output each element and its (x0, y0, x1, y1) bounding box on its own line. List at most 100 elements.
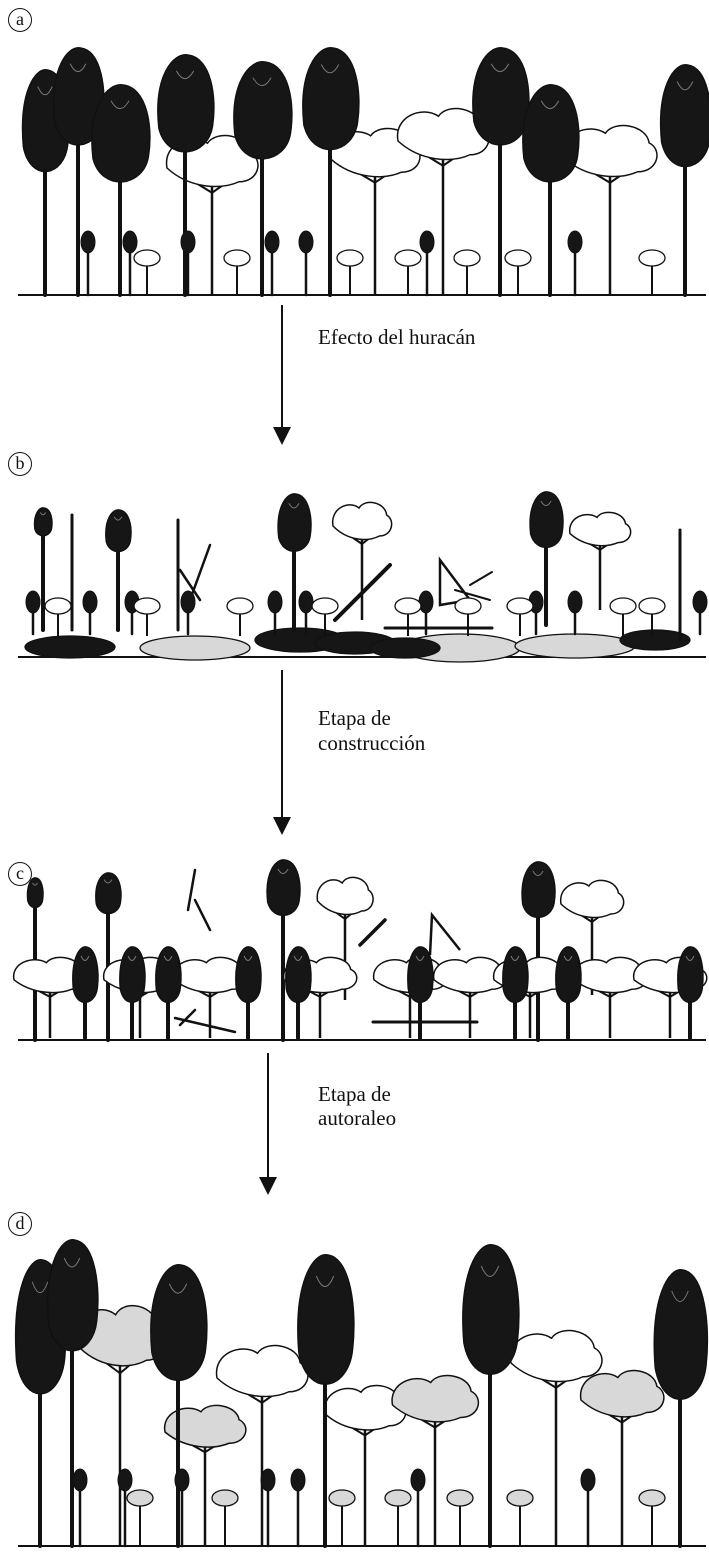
dark-sapling-crown (568, 231, 582, 253)
fallen-log (515, 634, 635, 658)
dark-sapling-crown (175, 1469, 189, 1491)
dark-tree-crown (35, 508, 52, 536)
transition-label-selfthinning-line2: autoraleo (318, 1106, 396, 1130)
light-sapling-crown (455, 598, 481, 614)
fallen-log (25, 636, 115, 658)
dark-sapling-crown (420, 231, 434, 253)
dark-sapling-crown (419, 591, 433, 613)
light-sapling-crown (312, 598, 338, 614)
dark-tree-crown (473, 48, 529, 145)
dark-tree-crown (303, 48, 359, 150)
dark-sapling-crown (123, 231, 137, 253)
dark-tree-crown (156, 947, 181, 1002)
light-sapling-crown (212, 1490, 238, 1506)
dark-sapling-crown (26, 591, 40, 613)
dark-tree-crown (503, 947, 528, 1002)
dark-sapling-crown (73, 1469, 87, 1491)
light-sapling-crown (395, 250, 421, 266)
dark-sapling-crown (693, 591, 707, 613)
dark-tree-crown (96, 873, 121, 914)
light-sapling-crown (639, 250, 665, 266)
dark-tree-crown (151, 1265, 207, 1381)
dark-tree-crown (298, 1255, 354, 1384)
dark-tree-crown (267, 860, 300, 915)
light-tree-crown (581, 1370, 664, 1416)
dark-tree-crown (236, 947, 261, 1002)
dark-tree-crown (48, 1240, 98, 1351)
broken-stem (195, 900, 210, 930)
light-sapling-crown (45, 598, 71, 614)
dark-sapling-crown (83, 591, 97, 613)
light-sapling-crown (639, 598, 665, 614)
dark-tree-crown (158, 55, 214, 152)
panel-d-thinning-stage (16, 1240, 708, 1546)
dark-sapling-crown (581, 1469, 595, 1491)
broken-stem (470, 572, 492, 585)
light-tree-crown (333, 502, 392, 539)
dark-tree-crown (678, 947, 703, 1002)
dark-sapling-crown (265, 231, 279, 253)
arrow-construction-head (273, 817, 291, 835)
panel-letter-c: c (8, 862, 32, 886)
dark-tree-crown (530, 492, 563, 547)
broken-stem (188, 870, 195, 910)
dark-sapling-crown (268, 591, 282, 613)
light-sapling-crown (337, 250, 363, 266)
dark-tree-crown (463, 1245, 519, 1374)
transition-label-construction-line1: Etapa de (318, 706, 391, 730)
dark-tree-crown (556, 947, 581, 1002)
dark-sapling-crown (568, 591, 582, 613)
light-sapling-crown (507, 598, 533, 614)
dark-tree-crown (654, 1270, 707, 1399)
transition-label-hurricane: Efecto del huracán (318, 325, 475, 349)
broken-crown-outline (430, 915, 460, 955)
light-sapling-crown (127, 1490, 153, 1506)
transition-arrows (259, 305, 291, 1195)
light-sapling-crown (507, 1490, 533, 1506)
light-sapling-crown (395, 598, 421, 614)
panel-c-building-stage (14, 860, 707, 1040)
light-sapling-crown (224, 250, 250, 266)
panel-b-post-hurricane (18, 492, 707, 662)
panel-a-mature-forest (18, 48, 709, 295)
dark-sapling-crown (181, 591, 195, 613)
light-sapling-crown (447, 1490, 473, 1506)
dark-tree-crown (286, 947, 311, 1002)
light-sapling-crown (227, 598, 253, 614)
light-sapling-crown (610, 598, 636, 614)
panel-letter-d: d (8, 1212, 32, 1236)
dark-tree-crown (661, 65, 709, 167)
dark-sapling-crown (299, 591, 313, 613)
broken-stem (360, 920, 385, 945)
dark-tree-crown (28, 878, 43, 908)
light-sapling-crown (329, 1490, 355, 1506)
dark-tree-crown (92, 85, 150, 182)
dark-sapling-crown (81, 231, 95, 253)
transition-label-construction-line2: construcción (318, 731, 425, 755)
dark-sapling-crown (118, 1469, 132, 1491)
dark-tree-crown (278, 494, 311, 551)
fallen-log (370, 638, 440, 658)
light-sapling-crown (454, 250, 480, 266)
light-sapling-crown (385, 1490, 411, 1506)
light-sapling-crown (134, 250, 160, 266)
dark-tree-crown (523, 85, 579, 182)
dark-tree-crown (73, 947, 98, 1002)
dark-tree-crown (234, 62, 292, 159)
panel-letter-b: b (8, 452, 32, 476)
light-tree-crown (511, 1331, 602, 1382)
arrow-hurricane-head (273, 427, 291, 445)
dark-sapling-crown (261, 1469, 275, 1491)
light-tree-crown (317, 877, 373, 914)
light-tree-crown (561, 880, 624, 917)
light-sapling-crown (134, 598, 160, 614)
dark-tree-crown (522, 862, 555, 917)
fallen-log (140, 636, 250, 660)
panel-letter-a: a (8, 8, 32, 32)
light-tree-crown (217, 1346, 308, 1397)
dark-tree-crown (106, 510, 131, 552)
light-sapling-crown (639, 1490, 665, 1506)
dark-sapling-crown (299, 231, 313, 253)
